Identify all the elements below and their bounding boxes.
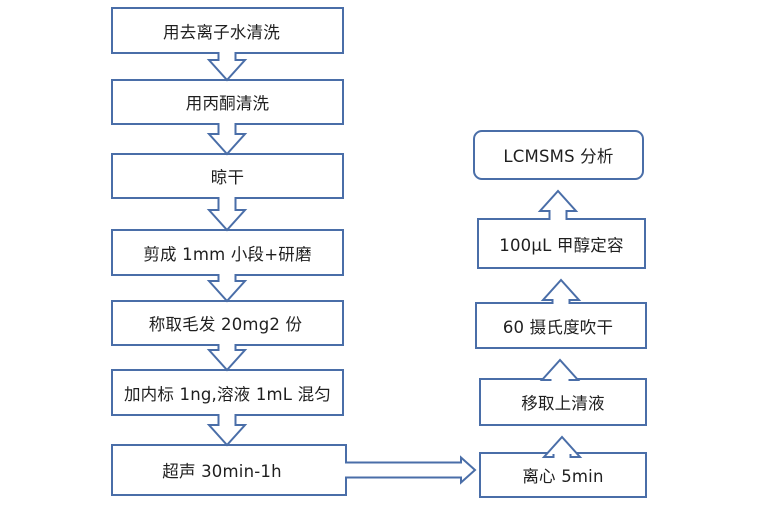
arrow-up-10-body	[543, 280, 579, 304]
arrow-up-9	[539, 358, 581, 381]
arrow-up-10	[540, 278, 582, 304]
arrow-up-11-outline	[537, 189, 579, 220]
step-label: 用去离子水清洗	[163, 22, 280, 42]
arrow-up-8-body	[544, 437, 580, 457]
arrow-up-11	[537, 189, 579, 220]
arrow-down-2	[206, 123, 248, 156]
step-transfer-supernatant: 移取上清液	[479, 378, 647, 426]
arrow-down-6	[206, 414, 248, 447]
step-deionized-water-wash: 用去离子水清洗	[111, 7, 344, 54]
step-label: 剪成 1mm 小段+研磨	[143, 244, 312, 264]
arrow-down-3	[206, 197, 248, 232]
arrow-right-7	[345, 455, 477, 485]
arrow-down-6-outline	[206, 414, 248, 447]
step-label: 60 摄氏度吹干	[502, 317, 614, 337]
arrow-down-1-outline	[206, 52, 248, 82]
arrow-up-9-body	[542, 360, 578, 380]
arrow-down-3-outline	[206, 197, 248, 232]
step-ultrasonic: 超声 30min-1h	[111, 444, 347, 496]
step-label: LCMSMS 分析	[503, 147, 614, 166]
step-lcmsms-analysis: LCMSMS 分析	[473, 130, 644, 180]
step-label: 离心 5min	[522, 467, 604, 486]
step-label: 100μL 甲醇定容	[499, 235, 624, 255]
arrow-down-6-body	[209, 414, 245, 445]
step-label: 超声 30min-1h	[162, 462, 282, 481]
arrow-down-1	[206, 52, 248, 82]
arrow-up-9-outline	[539, 358, 581, 381]
arrow-up-11-body	[540, 191, 576, 220]
arrow-up-10-outline	[540, 278, 582, 304]
arrow-up-8	[541, 435, 583, 458]
arrow-down-3-body	[209, 197, 245, 230]
arrow-down-4-body	[209, 274, 245, 301]
step-weigh-hair: 称取毛发 20mg2 份	[111, 300, 344, 346]
arrow-down-2-outline	[206, 123, 248, 156]
step-blow-dry-60c: 60 摄氏度吹干	[475, 302, 647, 349]
step-air-dry: 晾干	[111, 153, 344, 199]
arrow-down-1-body	[209, 52, 245, 80]
step-label: 加内标 1ng,溶液 1mL 混匀	[123, 384, 332, 404]
step-label: 移取上清液	[521, 394, 605, 413]
arrow-down-4	[206, 274, 248, 303]
step-label: 称取毛发 20mg2 份	[148, 315, 303, 334]
arrow-down-5	[206, 344, 248, 372]
arrow-down-4-outline	[206, 274, 248, 303]
arrow-right-7-body	[345, 457, 475, 483]
step-label: 晾干	[210, 168, 245, 187]
step-add-internal-standard: 加内标 1ng,溶液 1mL 混匀	[111, 369, 344, 416]
arrow-down-5-outline	[206, 344, 248, 372]
arrow-up-8-outline	[541, 435, 583, 458]
arrow-right-7-outline	[345, 455, 477, 485]
arrow-down-2-body	[209, 123, 245, 154]
step-label: 用丙酮清洗	[185, 94, 270, 113]
